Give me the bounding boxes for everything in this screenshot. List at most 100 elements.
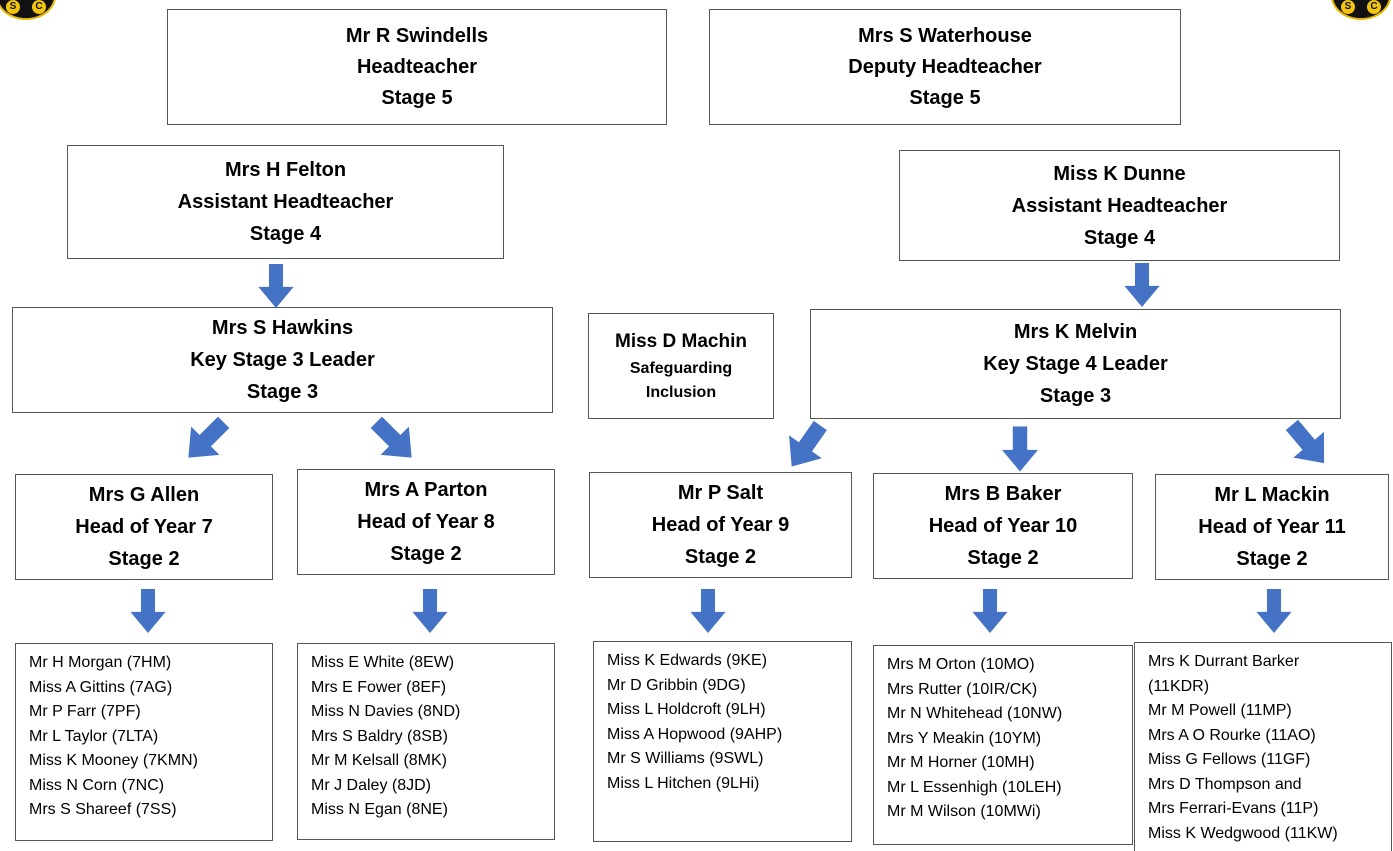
arrow-down-icon	[690, 589, 726, 633]
arrow-down-right-icon	[370, 416, 412, 458]
tutor-item: Mr M Wilson (10MWi)	[887, 803, 1041, 820]
tutor-item: Miss K Edwards (9KE)	[607, 652, 768, 669]
tutor-item: Mr P Farr (7PF)	[29, 703, 141, 720]
tutor-item: Mr L Taylor (7LTA)	[29, 727, 159, 745]
assistant-head-felton-box: Mrs H Felton Assistant Headteacher Stage…	[67, 145, 504, 259]
person-role: Assistant Headteacher	[177, 191, 394, 213]
arrow-down-icon	[1002, 426, 1038, 472]
person-name: Mrs S Hawkins	[211, 317, 354, 339]
person-stage: Stage 2	[684, 546, 757, 568]
person-name: Mrs K Melvin	[1013, 321, 1138, 343]
person-name: Miss D Machin	[615, 331, 747, 352]
person-name: Mrs H Felton	[224, 159, 347, 181]
head-of-year-7-box: Mrs G Allen Head of Year 7 Stage 2	[15, 474, 273, 580]
person-name: Mr P Salt	[677, 482, 764, 504]
arrow-down-icon	[130, 589, 166, 633]
logo-letter: S	[1341, 0, 1355, 14]
tutor-item: Mrs K Durrant Barker	[1148, 653, 1300, 670]
person-name: Mr R Swindells	[345, 24, 489, 47]
tutor-item: Mr H Morgan (7HM)	[29, 654, 172, 671]
tutor-item: Miss G Fellows (11GF)	[1148, 751, 1311, 768]
tutor-item: Miss K Wedgwood (11KW)	[1148, 824, 1338, 842]
tutor-item: Miss N Davies (8ND)	[311, 703, 461, 720]
person-role-2: Inclusion	[645, 384, 717, 401]
person-stage: Stage 2	[108, 548, 180, 570]
person-stage: Stage 4	[1083, 226, 1156, 249]
ks3-leader-box: Mrs S Hawkins Key Stage 3 Leader Stage 3	[12, 307, 553, 413]
person-name: Mrs B Baker	[944, 483, 1062, 505]
tutor-item: Mrs Ferrari-Evans (11P)	[1148, 800, 1319, 817]
tutor-item: (11KDR)	[1148, 677, 1210, 695]
tutor-item: Mrs M Orton (10MO)	[887, 656, 1035, 673]
logo-letter: S	[6, 0, 20, 14]
tutor-item: Miss K Mooney (7KMN)	[29, 752, 198, 769]
person-stage: Stage 2	[390, 543, 462, 565]
person-name: Miss K Dunne	[1053, 162, 1186, 185]
tutor-item: Mrs Y Meakin (10YM)	[887, 729, 1042, 747]
head-of-year-8-box: Mrs A Parton Head of Year 8 Stage 2	[297, 469, 555, 575]
person-role: Head of Year 8	[357, 511, 495, 533]
tutor-item: Miss L Holdcroft (9LH)	[607, 701, 766, 718]
person-role: Deputy Headteacher	[848, 55, 1042, 78]
tutor-item: Mrs S Baldry (8SB)	[311, 727, 448, 745]
person-role: Head of Year 10	[928, 515, 1078, 537]
arrow-down-icon	[412, 589, 448, 633]
person-role: Assistant Headteacher	[1011, 194, 1228, 217]
tutor-item: Miss L Hitchen (9LHi)	[607, 774, 760, 792]
tutor-item: Miss N Corn (7NC)	[29, 776, 165, 794]
person-name: Mrs A Parton	[364, 479, 488, 501]
arrow-down-left-icon	[188, 416, 230, 458]
year-10-tutor-list: Mrs M Orton (10MO) Mrs Rutter (10IR/CK) …	[873, 645, 1133, 845]
person-role: Headteacher	[356, 55, 478, 78]
tutor-item: Mr S Williams (9SWL)	[607, 750, 764, 767]
person-name: Mr L Mackin	[1214, 484, 1330, 506]
person-role: Head of Year 9	[651, 514, 790, 536]
tutor-item: Mr M Powell (11MP)	[1148, 702, 1292, 719]
safeguarding-box: Miss D Machin Safeguarding Inclusion	[588, 313, 774, 419]
school-logo-left: S C	[0, 0, 56, 20]
arrow-down-icon	[258, 264, 294, 308]
year-8-tutor-list: Miss E White (8EW) Mrs E Fower (8EF) Mis…	[297, 643, 555, 840]
person-name: Mrs G Allen	[88, 484, 200, 506]
tutor-item: Mr N Whitehead (10NW)	[887, 705, 1063, 722]
arrow-down-left-icon	[789, 420, 827, 467]
person-stage: Stage 2	[967, 547, 1039, 569]
tutor-item: Mr J Daley (8JD)	[311, 776, 432, 794]
tutor-item: Miss A Gittins (7AG)	[29, 678, 173, 696]
person-role: Key Stage 4 Leader	[983, 353, 1168, 375]
head-of-year-11-box: Mr L Mackin Head of Year 11 Stage 2	[1155, 474, 1389, 580]
tutor-item: Mrs S Shareef (7SS)	[29, 801, 177, 818]
person-role: Key Stage 3 Leader	[190, 349, 375, 371]
assistant-head-dunne-box: Miss K Dunne Assistant Headteacher Stage…	[899, 150, 1340, 261]
school-logo-right: S C	[1331, 0, 1391, 20]
person-stage: Stage 4	[249, 223, 322, 245]
person-role: Head of Year 7	[75, 516, 213, 538]
logo-letter: C	[1367, 0, 1381, 14]
person-stage: Stage 3	[1039, 385, 1112, 407]
tutor-item: Mr D Gribbin (9DG)	[607, 676, 746, 694]
person-stage: Stage 5	[909, 86, 981, 109]
person-stage: Stage 5	[381, 86, 453, 109]
tutor-item: Mrs D Thompson and	[1148, 775, 1302, 793]
year-9-tutor-list: Miss K Edwards (9KE) Mr D Gribbin (9DG) …	[593, 641, 852, 842]
tutor-item: Mr M Kelsall (8MK)	[311, 752, 448, 769]
head-of-year-10-box: Mrs B Baker Head of Year 10 Stage 2	[873, 473, 1133, 579]
head-of-year-9-box: Mr P Salt Head of Year 9 Stage 2	[589, 472, 852, 578]
tutor-item: Mrs A O Rourke (11AO)	[1148, 726, 1316, 744]
arrow-down-icon	[1124, 263, 1160, 307]
tutor-item: Mr L Essenhigh (10LEH)	[887, 778, 1062, 796]
tutor-item: Miss N Egan (8NE)	[311, 801, 448, 818]
headteacher-box: Mr R Swindells Headteacher Stage 5	[167, 9, 667, 125]
person-role: Head of Year 11	[1198, 516, 1346, 538]
person-name: Mrs S Waterhouse	[858, 24, 1032, 47]
tutor-item: Miss A Hopwood (9AHP)	[607, 725, 783, 743]
person-stage: Stage 2	[1236, 548, 1308, 570]
arrow-down-icon	[972, 589, 1008, 633]
logo-letter: C	[32, 0, 46, 14]
year-11-tutor-list: Mrs K Durrant Barker (11KDR) Mr M Powell…	[1134, 642, 1392, 851]
arrow-down-icon	[1256, 589, 1292, 633]
person-stage: Stage 3	[246, 381, 319, 403]
ks4-leader-box: Mrs K Melvin Key Stage 4 Leader Stage 3	[810, 309, 1341, 419]
arrow-down-right-icon	[1285, 419, 1325, 464]
year-7-tutor-list: Mr H Morgan (7HM) Miss A Gittins (7AG) M…	[15, 643, 273, 841]
